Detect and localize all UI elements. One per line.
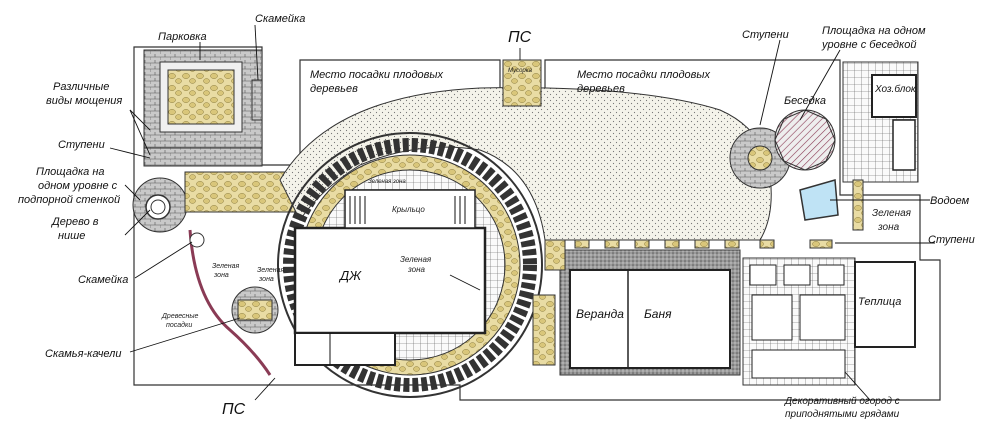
label-fruit-right-2: деревьев: [577, 83, 625, 95]
label-veranda: Веранда: [576, 307, 624, 321]
label-ps-top: ПС: [508, 29, 532, 46]
label-tree-2: нише: [58, 230, 85, 242]
label-green-zone-left-a-2: зона: [213, 272, 229, 279]
label-green-zone-small: Зеленая зона: [368, 179, 406, 185]
main-pavement: [279, 87, 772, 241]
label-green-zone-right-2: зона: [877, 222, 900, 233]
label-bath: Баня: [644, 307, 672, 321]
leader-lines: [109, 24, 935, 401]
label-garden-1: Декоративный огород с: [784, 396, 900, 407]
label-parking: Парковка: [158, 31, 207, 43]
label-greenhouse: Теплица: [858, 296, 901, 308]
shed: [842, 61, 919, 183]
label-pond: Водоем: [930, 195, 970, 207]
label-bench-left: Скамейка: [78, 274, 128, 286]
veranda-bath-block: [559, 249, 741, 376]
label-garbage: Мусорка: [508, 68, 533, 74]
label-steps-left: Ступени: [58, 139, 105, 151]
garden-block: [742, 257, 916, 386]
label-bench-top: Скамейка: [255, 13, 305, 25]
label-green-zone-right-1: Зеленая: [872, 208, 912, 219]
label-porch: Крыльцо: [392, 205, 425, 214]
label-paving-2: виды мощения: [46, 95, 122, 107]
label-wood-plantings-1: Древесные: [161, 313, 199, 320]
left-platform: [132, 177, 205, 248]
label-fruit-right-1: Место посадки плодовых: [577, 69, 711, 81]
porch: [344, 189, 476, 229]
parking-area: [143, 49, 263, 149]
house: [293, 226, 487, 335]
label-house: ДЖ: [338, 268, 362, 283]
label-green-zone-center-1: Зеленая: [400, 255, 432, 264]
stone-strip-right: [852, 179, 864, 231]
pond: [799, 179, 839, 221]
label-platform-left-2: одном уровне с: [38, 180, 118, 192]
stone-pad: [544, 239, 566, 271]
label-fruit-left-2: деревьев: [310, 83, 358, 95]
label-wood-plantings-2: посадки: [166, 321, 192, 329]
parking-steps: [143, 147, 263, 167]
label-green-zone-center-2: зона: [407, 265, 425, 274]
label-fruit-left-1: Место посадки плодовых: [310, 69, 444, 81]
label-platform-left-1: Площадка на: [36, 166, 105, 178]
retaining-wall-left: [188, 229, 272, 376]
label-swing-bench: Скамья-качели: [45, 348, 121, 360]
stone-pad: [532, 294, 556, 366]
label-green-zone-left-b-2: зона: [258, 276, 274, 283]
label-tree-1: Дерево в: [50, 216, 99, 228]
swing-bench: [231, 286, 279, 334]
label-paving-1: Различные: [53, 81, 109, 93]
label-shed: Хоз.блок: [874, 83, 917, 95]
label-green-zone-left-b-1: Зеленая: [257, 267, 285, 274]
label-green-zone-left-a-1: Зеленая: [212, 263, 240, 270]
label-ps-bottom: ПС: [222, 401, 246, 418]
label-garden-2: приподнятыми грядами: [785, 409, 900, 420]
label-steps-top-right: Ступени: [742, 29, 789, 41]
stepping-stones: [574, 239, 833, 249]
house-annex: [294, 332, 396, 366]
ps-top-block: [502, 59, 542, 107]
label-platform-gazebo-2: уровне с беседкой: [821, 39, 916, 51]
label-steps-right: Ступени: [928, 234, 975, 246]
label-platform-gazebo-1: Площадка на одном: [822, 25, 926, 37]
label-platform-left-3: подпорной стенкой: [18, 194, 120, 206]
gazebo-platform: [729, 109, 836, 189]
stone-path-left: [184, 171, 296, 213]
label-gazebo: Беседка: [784, 95, 826, 107]
